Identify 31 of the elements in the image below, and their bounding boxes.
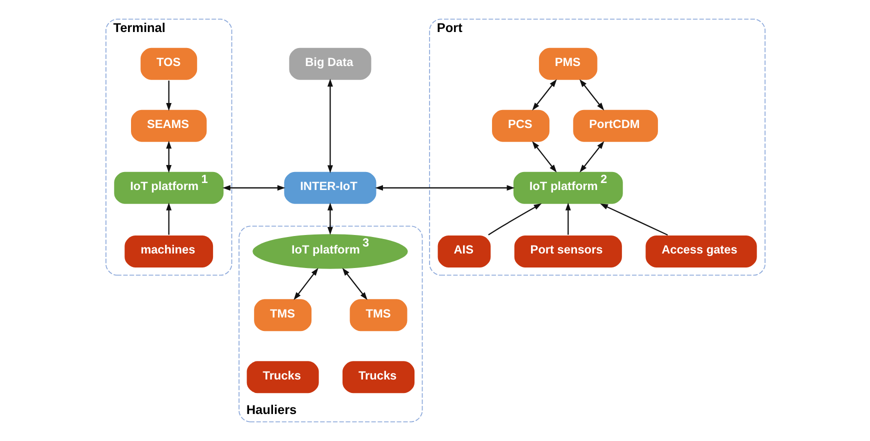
node-box: TOS bbox=[139, 47, 198, 81]
node-box: machines bbox=[123, 234, 214, 268]
arrow bbox=[374, 185, 514, 191]
node-box: Trucks bbox=[245, 360, 320, 394]
node-box: AIS bbox=[436, 234, 492, 268]
arrow bbox=[293, 268, 318, 300]
arrow bbox=[326, 78, 332, 174]
node-box: TMS bbox=[348, 298, 408, 332]
node-box: Access gates bbox=[644, 234, 758, 268]
arrow bbox=[342, 268, 367, 300]
arrow bbox=[600, 204, 668, 236]
arrow bbox=[326, 202, 332, 235]
arrow bbox=[166, 80, 172, 111]
node-box: TMS bbox=[252, 298, 312, 332]
node-box: PortCDM bbox=[572, 109, 658, 143]
arrow bbox=[166, 202, 172, 235]
arrow bbox=[564, 202, 570, 235]
node-box: Trucks bbox=[341, 360, 415, 394]
node-box: Port sensors bbox=[512, 234, 622, 268]
arrow bbox=[222, 185, 285, 191]
arrow bbox=[532, 141, 556, 172]
node-box: PCS bbox=[490, 109, 550, 143]
node-box: PMS bbox=[538, 47, 598, 81]
arrow bbox=[578, 79, 604, 110]
node-box: INTER-IoT bbox=[282, 171, 377, 205]
node-box: SEAMS bbox=[130, 109, 208, 143]
node-box: Big Data bbox=[288, 47, 372, 81]
arrow bbox=[532, 79, 556, 110]
arrow bbox=[579, 141, 604, 172]
arrow bbox=[488, 203, 542, 236]
arrow bbox=[166, 140, 172, 173]
